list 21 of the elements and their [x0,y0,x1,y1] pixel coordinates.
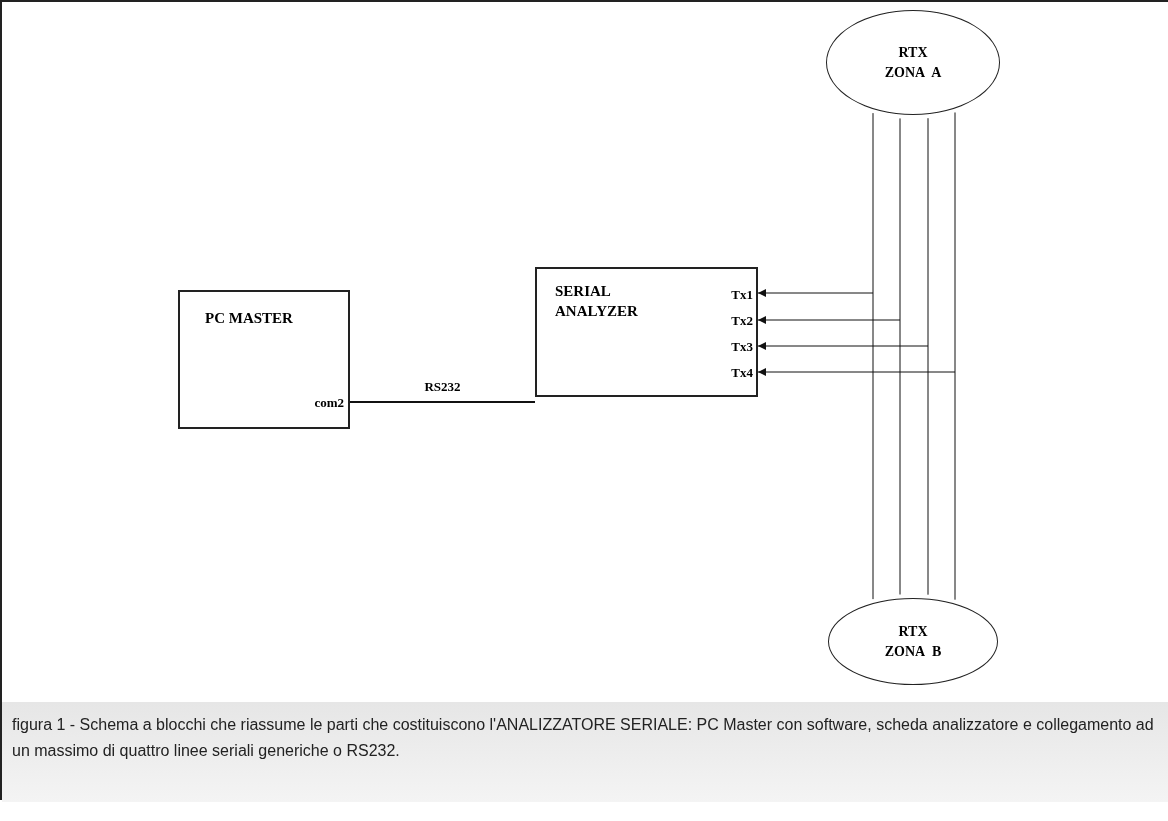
figure-caption: figura 1 - Schema a blocchi che riassume le parti che costituiscono l'ANALIZZATORE SERIALE: PC Master con software, scheda analizzatore e collegamento ad un massimo di quattro linee seriali generiche o RS232. [12,715,1155,761]
edge-label: RS232 [422,380,463,393]
connector-line [872,112,874,600]
pin-label: Tx4 [731,366,753,379]
arrow [757,316,901,324]
connector-line [899,117,901,595]
zone-label: RTX ZONA A [883,43,943,82]
arrow [757,368,956,376]
pin-label: Tx1 [731,288,753,301]
block-box [535,267,758,397]
arrow [757,289,874,297]
block-title: PC MASTER [205,309,293,328]
connector-line [349,401,536,403]
block-box [178,290,350,429]
block-title: SERIAL ANALYZER [555,282,639,321]
port-label: com2 [314,396,344,409]
arrow [757,342,929,350]
zone-label: RTX ZONA B [883,622,943,661]
connector-line [927,117,929,596]
pin-label: Tx3 [731,340,753,353]
pin-label: Tx2 [731,314,753,327]
